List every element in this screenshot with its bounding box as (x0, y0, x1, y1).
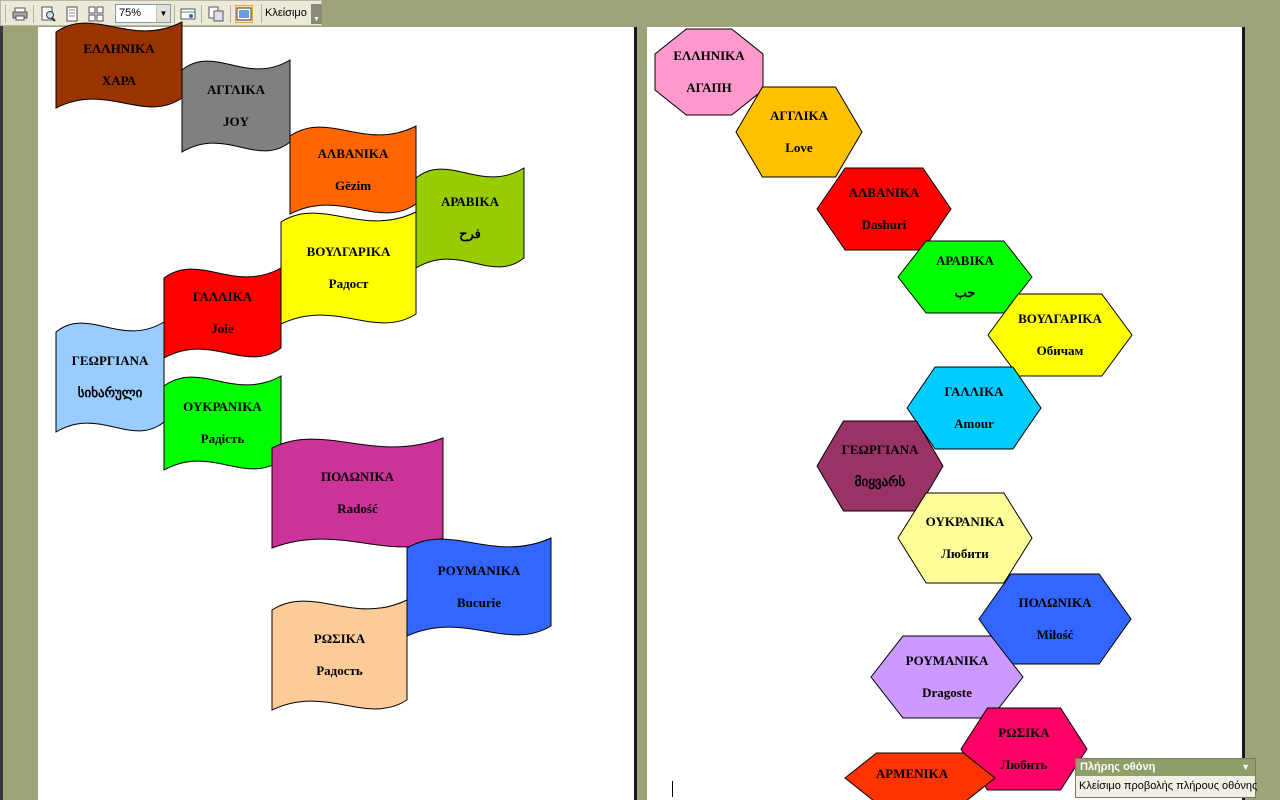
flag-shape[interactable]: ΠΟΛΩΝΙΚΑ Radość (271, 437, 444, 549)
flag-word-label: სიხარული (78, 385, 143, 401)
shape-language-label: ΑΛΒΑΝΙΚΑ (849, 185, 920, 200)
flag-shape[interactable]: ΑΛΒΑΝΙΚΑ Gëzim (289, 125, 417, 215)
flag-language-label: ΑΓΓΛΙΚΑ (207, 82, 266, 97)
hexagon-shape[interactable]: ΡΩΣΙΚΑ Любить (960, 707, 1088, 791)
flag-language-label: ΓΑΛΛΙΚΑ (193, 289, 253, 304)
toolbar-options-chevron-icon[interactable]: ▼ (311, 4, 322, 24)
flag-shape[interactable]: ΡΩΣΙΚΑ Радость (271, 599, 408, 711)
shape-language-label: ΑΡΜΕΝΙΚΑ (876, 766, 949, 781)
chevron-down-icon[interactable]: ▼ (156, 5, 170, 22)
shape-language-label: ΕΛΛΗΝΙΚΑ (673, 48, 745, 63)
fullscreen-icon (236, 7, 252, 21)
flag-language-label: ΡΩΣΙΚΑ (314, 631, 366, 646)
octagon-shape[interactable]: ΕΛΛΗΝΙΚΑ ΑΓΑΠΗ (654, 28, 764, 116)
print-button[interactable] (11, 5, 29, 23)
flag-shape[interactable]: ΓΕΩΡΓΙΑΝΑ სიხარული (55, 321, 165, 433)
shape-language-label: ΑΡΑΒΙΚΑ (936, 253, 995, 268)
shape-word-label: Любити (941, 546, 989, 561)
flag-word-label: Радість (201, 431, 245, 446)
flag-word-label: Радость (316, 663, 363, 678)
flag-language-label: ΑΡΑΒΙΚΑ (441, 194, 500, 209)
flag-language-label: ΠΟΛΩΝΙΚΑ (321, 469, 395, 484)
zoom-value: 75% (119, 7, 142, 19)
flag-word-label: Радост (329, 276, 369, 291)
flag-language-label: ΟΥΚΡΑΝΙΚΑ (183, 399, 262, 414)
hexagon-shape[interactable]: ΑΛΒΑΝΙΚΑ Dashuri (816, 167, 952, 251)
close-preview-button[interactable]: Κλείσιμο (261, 4, 310, 23)
flag-shape[interactable]: ΟΥΚΡΑΝΙΚΑ Радість (163, 375, 282, 471)
flag-shape[interactable]: ΕΛΛΗΝΙΚΑ ΧΑΡΑ (55, 21, 183, 109)
text-cursor (672, 781, 673, 797)
hexagon-shape[interactable]: ΓΕΩΡΓΙΑΝΑ მიყვარს (816, 420, 944, 512)
shape-word-label: Dragoste (922, 685, 972, 700)
fullscreen-toolbar-title[interactable]: Πλήρης οθόνη ▼ (1076, 759, 1255, 776)
shape-language-label: ΑΓΓΛΙΚΑ (770, 108, 829, 123)
flag-language-label: ΑΛΒΑΝΙΚΑ (318, 146, 389, 161)
flag-language-label: ΕΛΛΗΝΙΚΑ (83, 41, 155, 56)
shrink-icon (208, 6, 224, 22)
one-page-button[interactable] (63, 5, 81, 23)
print-icon (12, 7, 28, 21)
shape-word-label: Любить (1001, 757, 1048, 772)
close-fullscreen-link[interactable]: Κλείσιμο προβολής πλήρους οθόνης (1079, 780, 1258, 792)
shape-language-label: ΡΩΣΙΚΑ (998, 725, 1050, 740)
magnifier-button[interactable] (39, 5, 57, 23)
shape-language-label: ΒΟΥΛΓΑΡΙΚΑ (1018, 311, 1102, 326)
page-right-edge (1242, 27, 1245, 800)
flag-shape[interactable]: ΡΟΥΜΑΝΙΚΑ Bucurie (406, 537, 552, 637)
multiple-pages-button[interactable] (87, 5, 105, 23)
flag-language-label: ΡΟΥΜΑΝΙΚΑ (438, 563, 521, 578)
flag-shape[interactable]: ΑΓΓΛΙΚΑ JOY (181, 59, 291, 153)
chevron-down-icon[interactable]: ▼ (1241, 762, 1250, 772)
shape-language-label: ΟΥΚΡΑΝΙΚΑ (926, 514, 1005, 529)
flag-shape[interactable]: ΓΑΛΛΙΚΑ Joie (163, 267, 282, 359)
shape-word-label: Miłość (1037, 627, 1074, 642)
flag-word-label: ΧΑΡΑ (102, 73, 137, 88)
hexagon-shape[interactable]: ΡΟΥΜΑΝΙΚΑ Dragoste (870, 635, 1024, 719)
page-divider (634, 27, 637, 800)
shape-word-label: Dashuri (862, 217, 907, 232)
flag-shape[interactable]: ΑΡΑΒΙΚΑ فرح (415, 167, 525, 269)
toolbar-grip[interactable] (5, 5, 6, 23)
flag-word-label: فرح (459, 226, 481, 242)
shape-language-label: ΡΟΥΜΑΝΙΚΑ (906, 653, 989, 668)
hexagon-shape[interactable]: ΑΡΜΕΝΙΚΑ (844, 752, 996, 800)
hexagon-shape[interactable]: ΒΟΥΛΓΑΡΙΚΑ Обичам (987, 293, 1133, 377)
hexagon-shape[interactable]: ΟΥΚΡΑΝΙΚΑ Любити (897, 492, 1033, 584)
multiple-pages-icon (88, 6, 104, 22)
hexagon-shape[interactable]: ΠΟΛΩΝΙΚΑ Miłość (978, 573, 1132, 665)
zoom-select[interactable]: 75% ▼ (115, 4, 171, 23)
flag-word-label: JOY (223, 114, 250, 129)
fullscreen-toolbar-title-text: Πλήρης οθόνη (1080, 761, 1156, 773)
one-page-icon (66, 6, 78, 22)
flag-word-label: Gëzim (335, 178, 371, 193)
flag-word-label: Bucurie (457, 595, 501, 610)
fullscreen-button[interactable] (235, 5, 253, 23)
shape-word-label: Обичам (1037, 343, 1084, 358)
flag-shape[interactable]: ΒΟΥΛΓΑΡΙΚΑ Радост (280, 211, 417, 325)
flag-word-label: Radość (337, 501, 378, 516)
flag-language-label: ΒΟΥΛΓΑΡΙΚΑ (307, 244, 391, 259)
flag-language-label: ΓΕΩΡΓΙΑΝΑ (72, 353, 149, 368)
shape-language-label: ΓΕΩΡΓΙΑΝΑ (842, 442, 919, 457)
shape-language-label: ΠΟΛΩΝΙΚΑ (1019, 595, 1093, 610)
shape-word-label: მიყვარს (855, 474, 906, 490)
flag-word-label: Joie (211, 321, 234, 336)
shape-word-label: ΑΓΑΠΗ (686, 80, 732, 95)
hexagon-shape[interactable]: ΑΡΑΒΙΚΑ حب (897, 240, 1033, 314)
shrink-to-fit-button[interactable] (207, 5, 225, 23)
window-border-left (0, 26, 3, 800)
print-preview-icon (41, 6, 56, 22)
hexagon-shape[interactable]: ΑΓΓΛΙΚΑ Love (735, 86, 863, 178)
hexagon-shape[interactable]: ΓΑΛΛΙΚΑ Amour (906, 366, 1042, 450)
shape-word-label: Love (785, 140, 813, 155)
view-ruler-icon (180, 8, 196, 20)
shape-word-label: حب (955, 285, 976, 300)
fullscreen-toolbar: Πλήρης οθόνη ▼ Κλείσιμο προβολής πλήρους… (1075, 758, 1258, 798)
view-ruler-button[interactable] (179, 5, 197, 23)
print-preview-toolbar: 75% ▼ Κλείσιμο ▼ (0, 0, 322, 26)
shape-word-label: Amour (954, 416, 994, 431)
shape-language-label: ΓΑΛΛΙΚΑ (944, 384, 1004, 399)
